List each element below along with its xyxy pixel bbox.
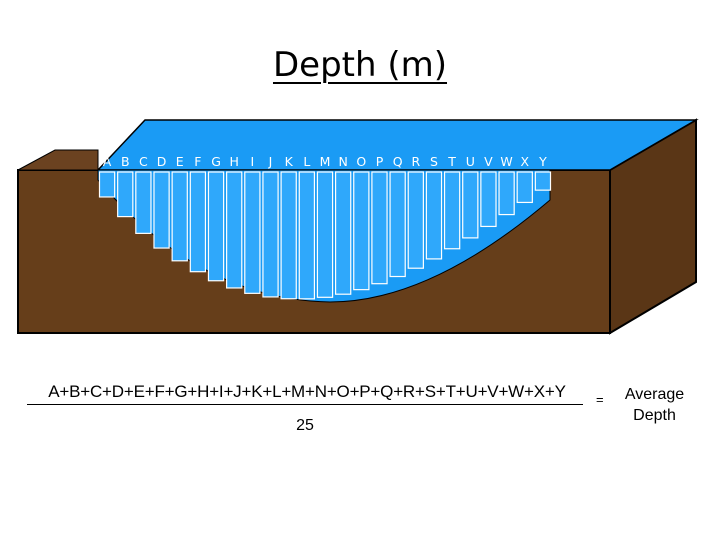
column-label-e: E	[176, 154, 184, 169]
equals-sign: =	[596, 392, 604, 407]
average-depth-label-line2: Depth	[612, 405, 697, 426]
depth-column-d	[154, 172, 169, 248]
average-depth-label-line1: Average	[612, 384, 697, 405]
column-label-o: O	[356, 154, 366, 169]
column-label-m: M	[320, 154, 331, 169]
depth-column-e	[172, 172, 187, 261]
depth-column-m	[317, 172, 332, 297]
column-label-n: N	[338, 154, 347, 169]
depth-column-p	[372, 172, 387, 284]
column-label-b: B	[121, 154, 130, 169]
column-label-i: I	[251, 154, 255, 169]
fraction-bar	[27, 404, 583, 405]
column-label-t: T	[447, 154, 456, 169]
formula-denominator: 25	[260, 417, 350, 435]
average-depth-label: Average Depth	[612, 384, 697, 426]
column-label-l: L	[303, 154, 310, 169]
depth-column-r	[408, 172, 423, 268]
depth-column-u	[463, 172, 478, 238]
column-label-g: G	[211, 154, 221, 169]
column-label-y: Y	[538, 154, 547, 169]
column-label-j: J	[268, 154, 273, 169]
depth-column-i	[245, 172, 260, 293]
depth-column-j	[263, 172, 278, 297]
depth-column-w	[499, 172, 514, 215]
column-label-s: S	[430, 154, 438, 169]
column-label-w: W	[500, 154, 512, 169]
depth-column-t	[445, 172, 460, 249]
column-label-d: D	[157, 154, 167, 169]
column-label-r: R	[411, 154, 420, 169]
depth-column-q	[390, 172, 405, 277]
earth-top-left-bank	[18, 150, 98, 170]
column-label-c: C	[139, 154, 148, 169]
column-label-f: F	[194, 154, 201, 169]
column-label-q: Q	[393, 154, 403, 169]
depth-column-f	[190, 172, 205, 272]
column-label-k: K	[285, 154, 294, 169]
column-label-a: A	[103, 154, 112, 169]
depth-column-g	[208, 172, 223, 281]
depth-column-c	[136, 172, 151, 233]
column-label-p: P	[376, 154, 384, 169]
depth-column-s	[426, 172, 441, 259]
column-label-h: H	[229, 154, 238, 169]
depth-column-h	[227, 172, 242, 288]
column-label-v: V	[484, 154, 493, 169]
depth-column-y	[535, 172, 550, 190]
depth-column-a	[100, 172, 115, 197]
depth-column-o	[354, 172, 369, 290]
depth-column-v	[481, 172, 496, 226]
depth-column-l	[299, 172, 314, 299]
formula-numerator: A+B+C+D+E+F+G+H+I+J+K+L+M+N+O+P+Q+R+S+T+…	[27, 382, 587, 402]
depth-column-b	[118, 172, 133, 217]
depth-column-k	[281, 172, 296, 299]
column-label-u: U	[466, 154, 475, 169]
depth-column-n	[336, 172, 351, 294]
column-label-x: X	[520, 154, 529, 169]
depth-column-x	[517, 172, 532, 202]
